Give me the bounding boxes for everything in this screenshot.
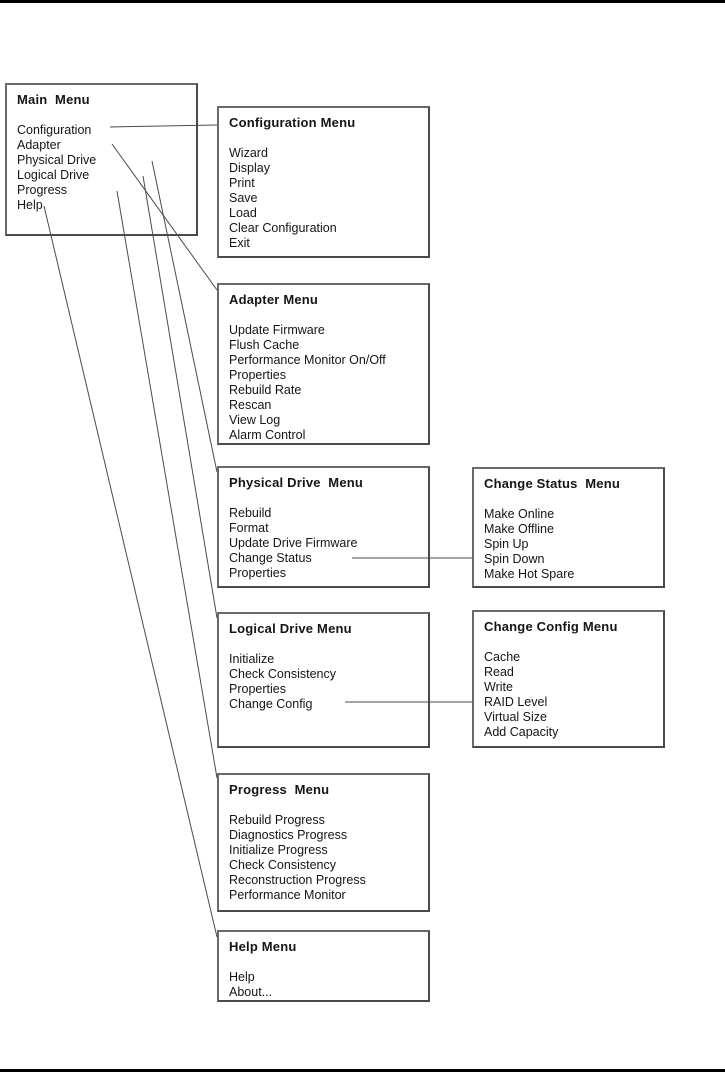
menu-item-save: Save [229,191,258,205]
menu-item-physical-drive: Physical Drive [17,153,97,167]
menu-item-print: Print [229,176,255,190]
menu-item-make-online: Make Online [484,507,555,521]
menu-item-rebuild: Rebuild [229,506,272,520]
help-menu-box: Help Menu Help About... [217,930,430,1002]
page-bottom-rule [0,1069,725,1072]
help-menu-title: Help Menu [229,939,297,954]
menu-item-reconstruction-progress: Reconstruction Progress [229,873,366,887]
menu-item-initialize: Initialize [229,652,275,666]
adapter-menu-title: Adapter Menu [229,292,319,307]
menu-item-make-hot-spare: Make Hot Spare [484,567,575,581]
page-top-rule [0,0,725,3]
main-menu-box: Main Menu Configuration Adapter Physical… [5,83,198,236]
menu-item-rescan: Rescan [229,398,272,412]
change-status-menu-box: Change Status Menu Make Online Make Offl… [472,467,665,588]
menu-item-exit: Exit [229,236,250,250]
physical-drive-menu-box: Physical Drive Menu Rebuild Format Updat… [217,466,430,588]
menu-item-about: About... [229,985,273,999]
menu-item-diagnostics-progress: Diagnostics Progress [229,828,348,842]
menu-item-read: Read [484,665,514,679]
configuration-menu-title: Configuration Menu [229,115,356,130]
menu-item-display: Display [229,161,270,175]
connector-progress [116,190,218,779]
logical-drive-menu-title: Logical Drive Menu [229,621,352,636]
menu-item-check-consistency: Check Consistency [229,667,336,681]
menu-item-performance-monitor: Performance Monitor [229,888,346,902]
menu-item-clear-configuration: Clear Configuration [229,221,337,235]
menu-item-make-offline: Make Offline [484,522,554,536]
physical-drive-menu-title: Physical Drive Menu [229,475,364,490]
menu-item-write: Write [484,680,513,694]
menu-item-properties: Properties [229,368,286,382]
menu-item-format: Format [229,521,269,535]
menu-item-update-firmware: Update Firmware [229,323,325,337]
configuration-menu-box: Configuration Menu Wizard Display Print … [217,106,430,258]
main-menu-title: Main Menu [17,92,90,107]
menu-item-progress: Progress [17,183,68,197]
adapter-menu-box: Adapter Menu Update Firmware Flush Cache… [217,283,430,445]
menu-item-virtual-size: Virtual Size [484,710,547,724]
menu-item-view-log: View Log [229,413,281,427]
menu-item-rebuild-rate: Rebuild Rate [229,383,302,397]
menu-item-load: Load [229,206,257,220]
progress-menu-title: Progress Menu [229,782,330,797]
menu-item-performance-monitor-on-off: Performance Monitor On/Off [229,353,386,367]
menu-item-check-consistency-progress: Check Consistency [229,858,336,872]
menu-item-help: Help [229,970,255,984]
menu-item-alarm-control: Alarm Control [229,428,306,442]
menu-item-initialize-progress: Initialize Progress [229,843,328,857]
menu-item-change-config: Change Config [229,697,313,711]
menu-item-change-status: Change Status [229,551,312,565]
change-config-menu-box: Change Config Menu Cache Read Write RAID… [472,610,665,748]
menu-item-help: Help [17,198,43,212]
menu-item-properties-logical: Properties [229,682,286,696]
connector-help [43,205,218,938]
menu-item-adapter: Adapter [17,138,61,152]
progress-menu-box: Progress Menu Rebuild Progress Diagnosti… [217,773,430,912]
menu-item-spin-down: Spin Down [484,552,545,566]
menu-item-logical-drive: Logical Drive [17,168,90,182]
menu-item-spin-up: Spin Up [484,537,529,551]
menu-item-rebuild-progress: Rebuild Progress [229,813,325,827]
logical-drive-menu-box: Logical Drive Menu Initialize Check Cons… [217,612,430,748]
menu-item-configuration: Configuration [17,123,92,137]
menu-item-add-capacity: Add Capacity [484,725,559,739]
change-status-menu-title: Change Status Menu [484,476,620,491]
menu-item-properties-physical: Properties [229,566,286,580]
connector-logical-drive [142,175,218,619]
change-config-menu-title: Change Config Menu [484,619,618,634]
menu-item-wizard: Wizard [229,146,268,160]
menu-item-cache: Cache [484,650,521,664]
menu-item-update-drive-firmware: Update Drive Firmware [229,536,358,550]
menu-item-raid-level: RAID Level [484,695,548,709]
menu-item-flush-cache: Flush Cache [229,338,300,352]
